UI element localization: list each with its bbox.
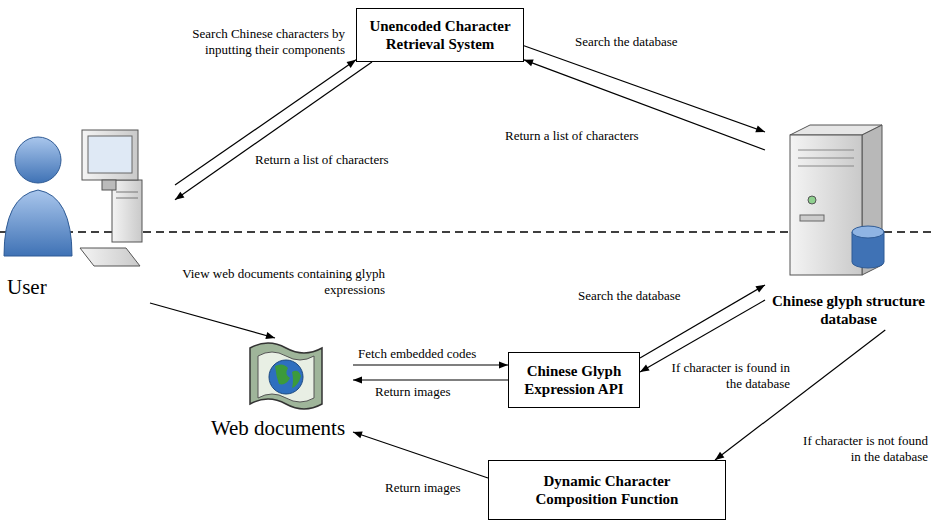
flow-arrow — [150, 303, 275, 338]
tower-slot — [116, 198, 138, 199]
server-light — [808, 196, 816, 204]
web-page-inner — [258, 352, 314, 402]
globe — [269, 360, 303, 394]
edge-label: If character is not found in the databas… — [798, 433, 928, 465]
user-node: User — [5, 128, 175, 303]
server-slot — [798, 150, 854, 151]
flow-arrow — [353, 379, 508, 380]
edge-label: Return images — [385, 480, 485, 496]
database-node: Chinese glyph structure database — [765, 125, 932, 330]
web-page-frame — [250, 343, 322, 409]
db-cylinder-top — [852, 226, 884, 238]
edge-label: If character is found in the database — [660, 360, 790, 392]
user-body — [4, 190, 72, 256]
web-documents-node: Web documents — [203, 338, 353, 443]
flow-arrow — [524, 46, 765, 132]
server-drive — [800, 215, 824, 221]
edge-label: Return images — [375, 384, 485, 400]
globe-land — [275, 364, 290, 384]
edge-label: Return a list of characters — [255, 152, 425, 168]
flow-arrow — [175, 62, 372, 200]
system-box: Unencoded Character Retrieval System — [356, 8, 524, 62]
flow-arrow — [353, 432, 488, 478]
icon-caption: User — [7, 275, 47, 300]
composition-box: Dynamic Character Composition Function — [488, 460, 726, 520]
monitor-screen — [88, 136, 132, 173]
api-box: Chinese Glyph Expression API — [508, 352, 640, 408]
icon-caption: Web documents — [211, 416, 345, 441]
monitor-stand — [102, 180, 116, 190]
computer-monitor — [82, 130, 138, 180]
edge-label: View web documents containing glyph expr… — [145, 266, 385, 298]
flow-arrow — [353, 364, 508, 365]
user-head — [15, 137, 61, 183]
server-slot — [798, 166, 854, 167]
globe-land — [292, 371, 301, 388]
edge-label: Fetch embedded codes — [358, 346, 506, 362]
keyboard — [80, 248, 140, 266]
edge-label: Search the database — [578, 288, 708, 304]
edge-label: Search the database — [575, 34, 715, 50]
icon-caption: Chinese glyph structure database — [769, 292, 928, 328]
server-slot — [798, 158, 854, 159]
tower-slot — [116, 192, 138, 193]
box-label: Unencoded Character Retrieval System — [363, 17, 517, 53]
box-label: Dynamic Character Composition Function — [520, 472, 695, 508]
edge-label: Return a list of characters — [505, 128, 675, 144]
box-label: Chinese Glyph Expression API — [515, 362, 633, 398]
edge-label: Search Chinese characters by inputting t… — [145, 26, 345, 58]
server-front — [790, 135, 862, 275]
